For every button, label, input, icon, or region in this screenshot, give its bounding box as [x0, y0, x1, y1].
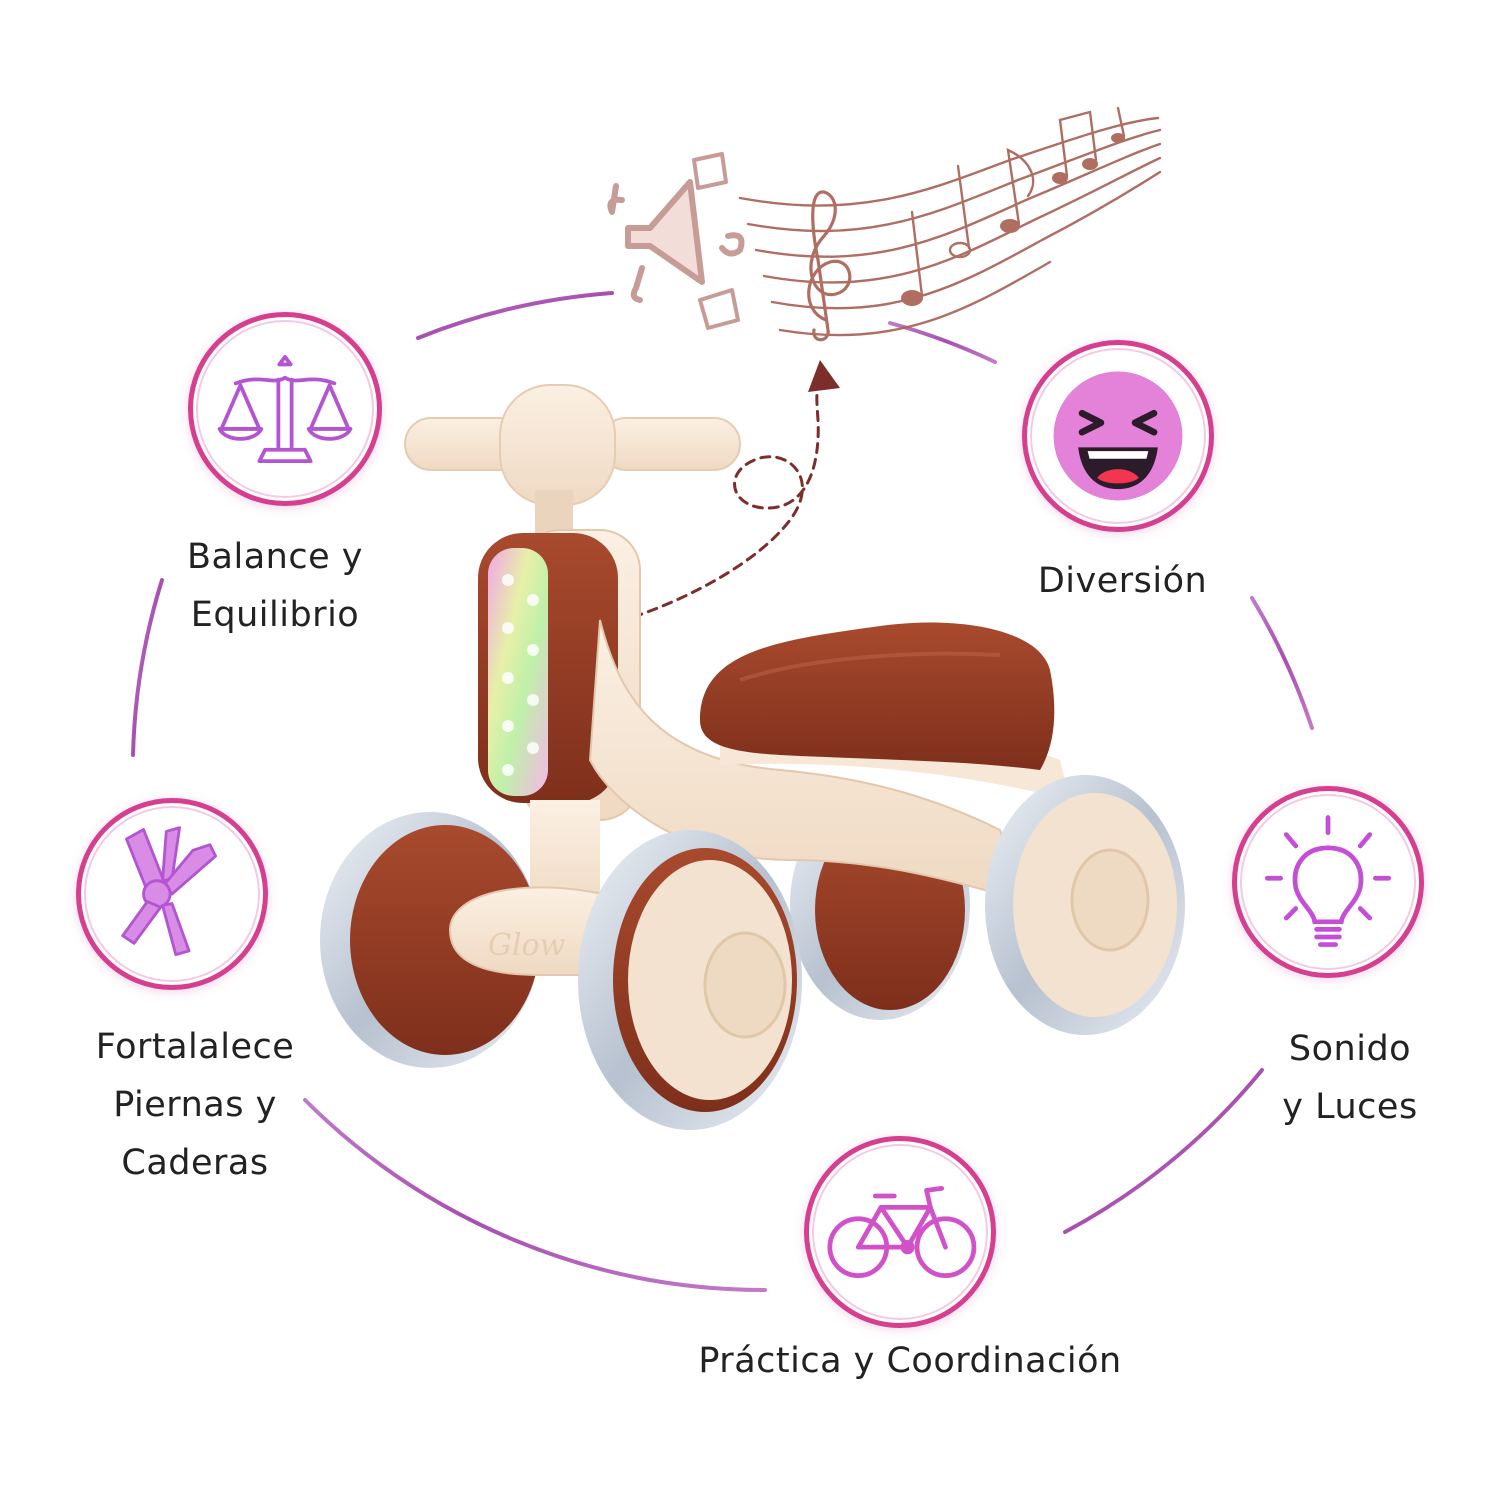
sound-lights-icon-circle	[1232, 786, 1424, 978]
fun-label: Diversión	[1000, 552, 1245, 610]
legs-icon-circle	[76, 798, 268, 990]
legs-label-line-1: Fortalalece	[95, 1027, 295, 1067]
brand-mark: Glow	[488, 928, 566, 963]
laughing-face-icon	[1053, 371, 1183, 501]
fun-label-line-1: Diversión	[1037, 561, 1208, 601]
coordination-label-line-1: Práctica y Coordinación	[698, 1341, 1122, 1381]
balance-bike-image: Glow	[320, 384, 1185, 1130]
balance-label: Balance y Equilibrio	[135, 528, 415, 644]
leg-joint-icon	[121, 826, 218, 957]
sound-lights-label: Sonido y Luces	[1230, 1020, 1470, 1136]
legs-label-line-2: Piernas y	[113, 1085, 277, 1125]
dashed-arrow-icon	[616, 383, 820, 624]
arrow-head	[808, 360, 840, 392]
legs-label-line-3: Caderas	[121, 1143, 269, 1183]
light-bulb-icon	[1264, 815, 1392, 947]
balance-scale-icon	[217, 354, 353, 464]
balance-label-line-2: Equilibrio	[190, 595, 360, 635]
sound-lights-label-line-1: Sonido	[1288, 1029, 1412, 1069]
fun-icon-circle	[1022, 340, 1214, 532]
sound-lights-label-line-2: y Luces	[1282, 1087, 1418, 1127]
coordination-icon-circle	[804, 1136, 996, 1328]
speaker-icon	[607, 152, 745, 330]
legs-label: Fortalalece Piernas y Caderas	[50, 1018, 340, 1192]
balance-icon-circle	[188, 312, 382, 506]
balance-label-line-1: Balance y	[187, 537, 363, 577]
music-notes-icon	[738, 106, 1162, 342]
ring-decoration	[131, 291, 1314, 1293]
bicycle-icon	[827, 1186, 977, 1278]
coordination-label: Práctica y Coordinación	[650, 1332, 1170, 1390]
